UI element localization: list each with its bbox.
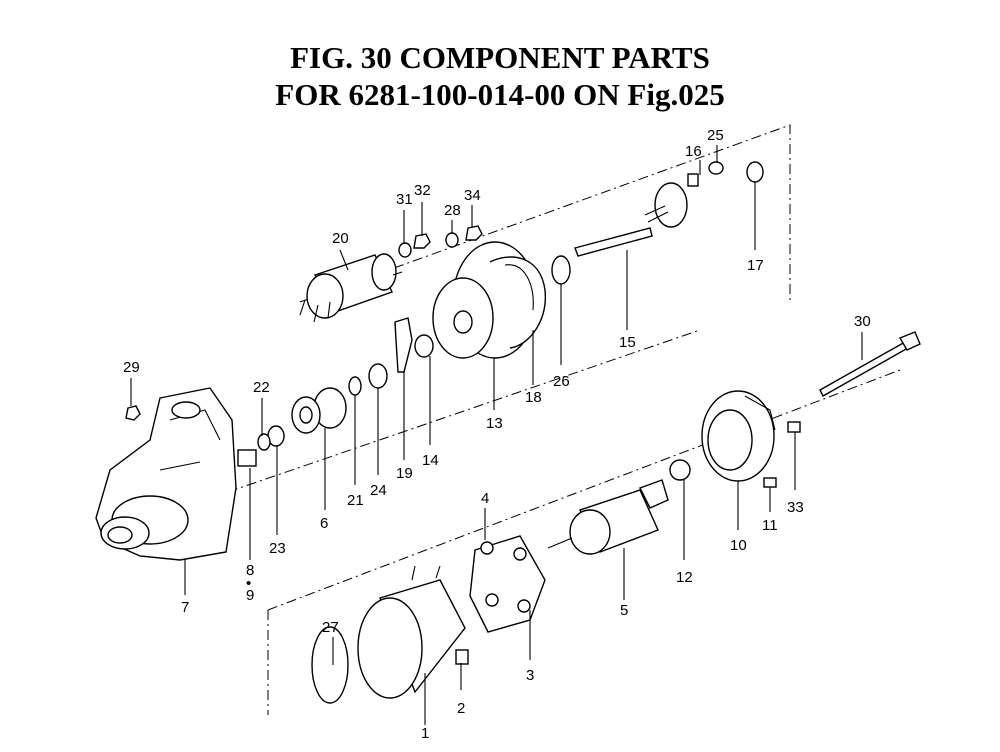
label-18: 18 [525,389,542,406]
screw-part-33 [787,421,801,433]
drive-housing-part-7 [95,387,237,561]
magnetic-switch-part-20 [299,253,403,323]
label-1: 1 [421,725,429,742]
figure-title-line-1: FIG. 30 COMPONENT PARTS [290,40,710,75]
washer-part-25 [708,161,724,175]
washer-part-24 [368,363,388,389]
bearing-part-17 [746,161,764,183]
label-10: 10 [730,537,747,554]
label-33: 33 [787,499,804,516]
assembly-boundary-lines [189,124,901,715]
label-24: 24 [370,482,387,499]
label-19: 19 [396,465,413,482]
yoke-part-1 [357,565,466,699]
pinion-shaft-part-15 [574,182,688,257]
label-25: 25 [707,127,724,144]
figure-title-line-2: FOR 6281-100-014-00 ON Fig.025 [275,77,725,112]
label-32: 32 [414,182,431,199]
label-12: 12 [676,569,693,586]
label-21: 21 [347,492,364,509]
label-27: 27 [322,619,339,636]
screw-part-11 [763,477,777,488]
pin-part-16 [687,173,699,187]
label-13: 13 [486,415,503,432]
shield-part-18 [489,256,546,349]
brush-holder-part-3-4 [469,535,546,633]
leader-lines [130,145,863,725]
nut-part-29 [125,405,141,421]
label-2: 2 [457,700,465,717]
rear-cover-part-10 [701,390,776,482]
label-22: 22 [253,379,270,396]
label-30: 30 [854,313,871,330]
label-28: 28 [444,202,461,219]
label-26: 26 [553,373,570,390]
label-31: 31 [396,191,413,208]
label-9: 9 [246,587,254,604]
label-15: 15 [619,334,636,351]
label-5: 5 [620,602,628,619]
plate-part-27 [311,626,349,704]
label-14: 14 [422,452,439,469]
armature-part-5 [547,479,669,555]
lever-part-19 [394,317,413,373]
washer-part-14 [414,334,434,358]
label-6: 6 [320,515,328,532]
label-29: 29 [123,359,140,376]
label-3: 3 [526,667,534,684]
label-16: 16 [685,143,702,160]
label-8: 8 [246,562,254,579]
label-11: 11 [762,517,778,534]
bearing-part-12 [669,459,691,481]
label-4: 4 [481,490,489,507]
label-7: 7 [181,599,189,616]
label-34: 34 [464,187,481,204]
ring-part-22 [257,433,271,451]
label-dot: • [246,575,251,592]
through-bolt-part-30 [819,331,921,397]
stop-collar-part-8 [237,449,257,467]
part-number-labels: 1 2 3 4 5 6 7 8 • 9 10 11 12 13 14 15 16… [123,127,871,742]
washer-part-26 [551,255,571,285]
pinion-clutch-part-6 [291,387,347,434]
label-17: 17 [747,257,764,274]
label-23: 23 [269,540,286,557]
nuts-and-washers-31-32-28-34 [398,225,483,258]
terminal-part-2 [455,649,469,665]
label-20: 20 [332,230,349,247]
ring-part-21 [348,376,362,396]
